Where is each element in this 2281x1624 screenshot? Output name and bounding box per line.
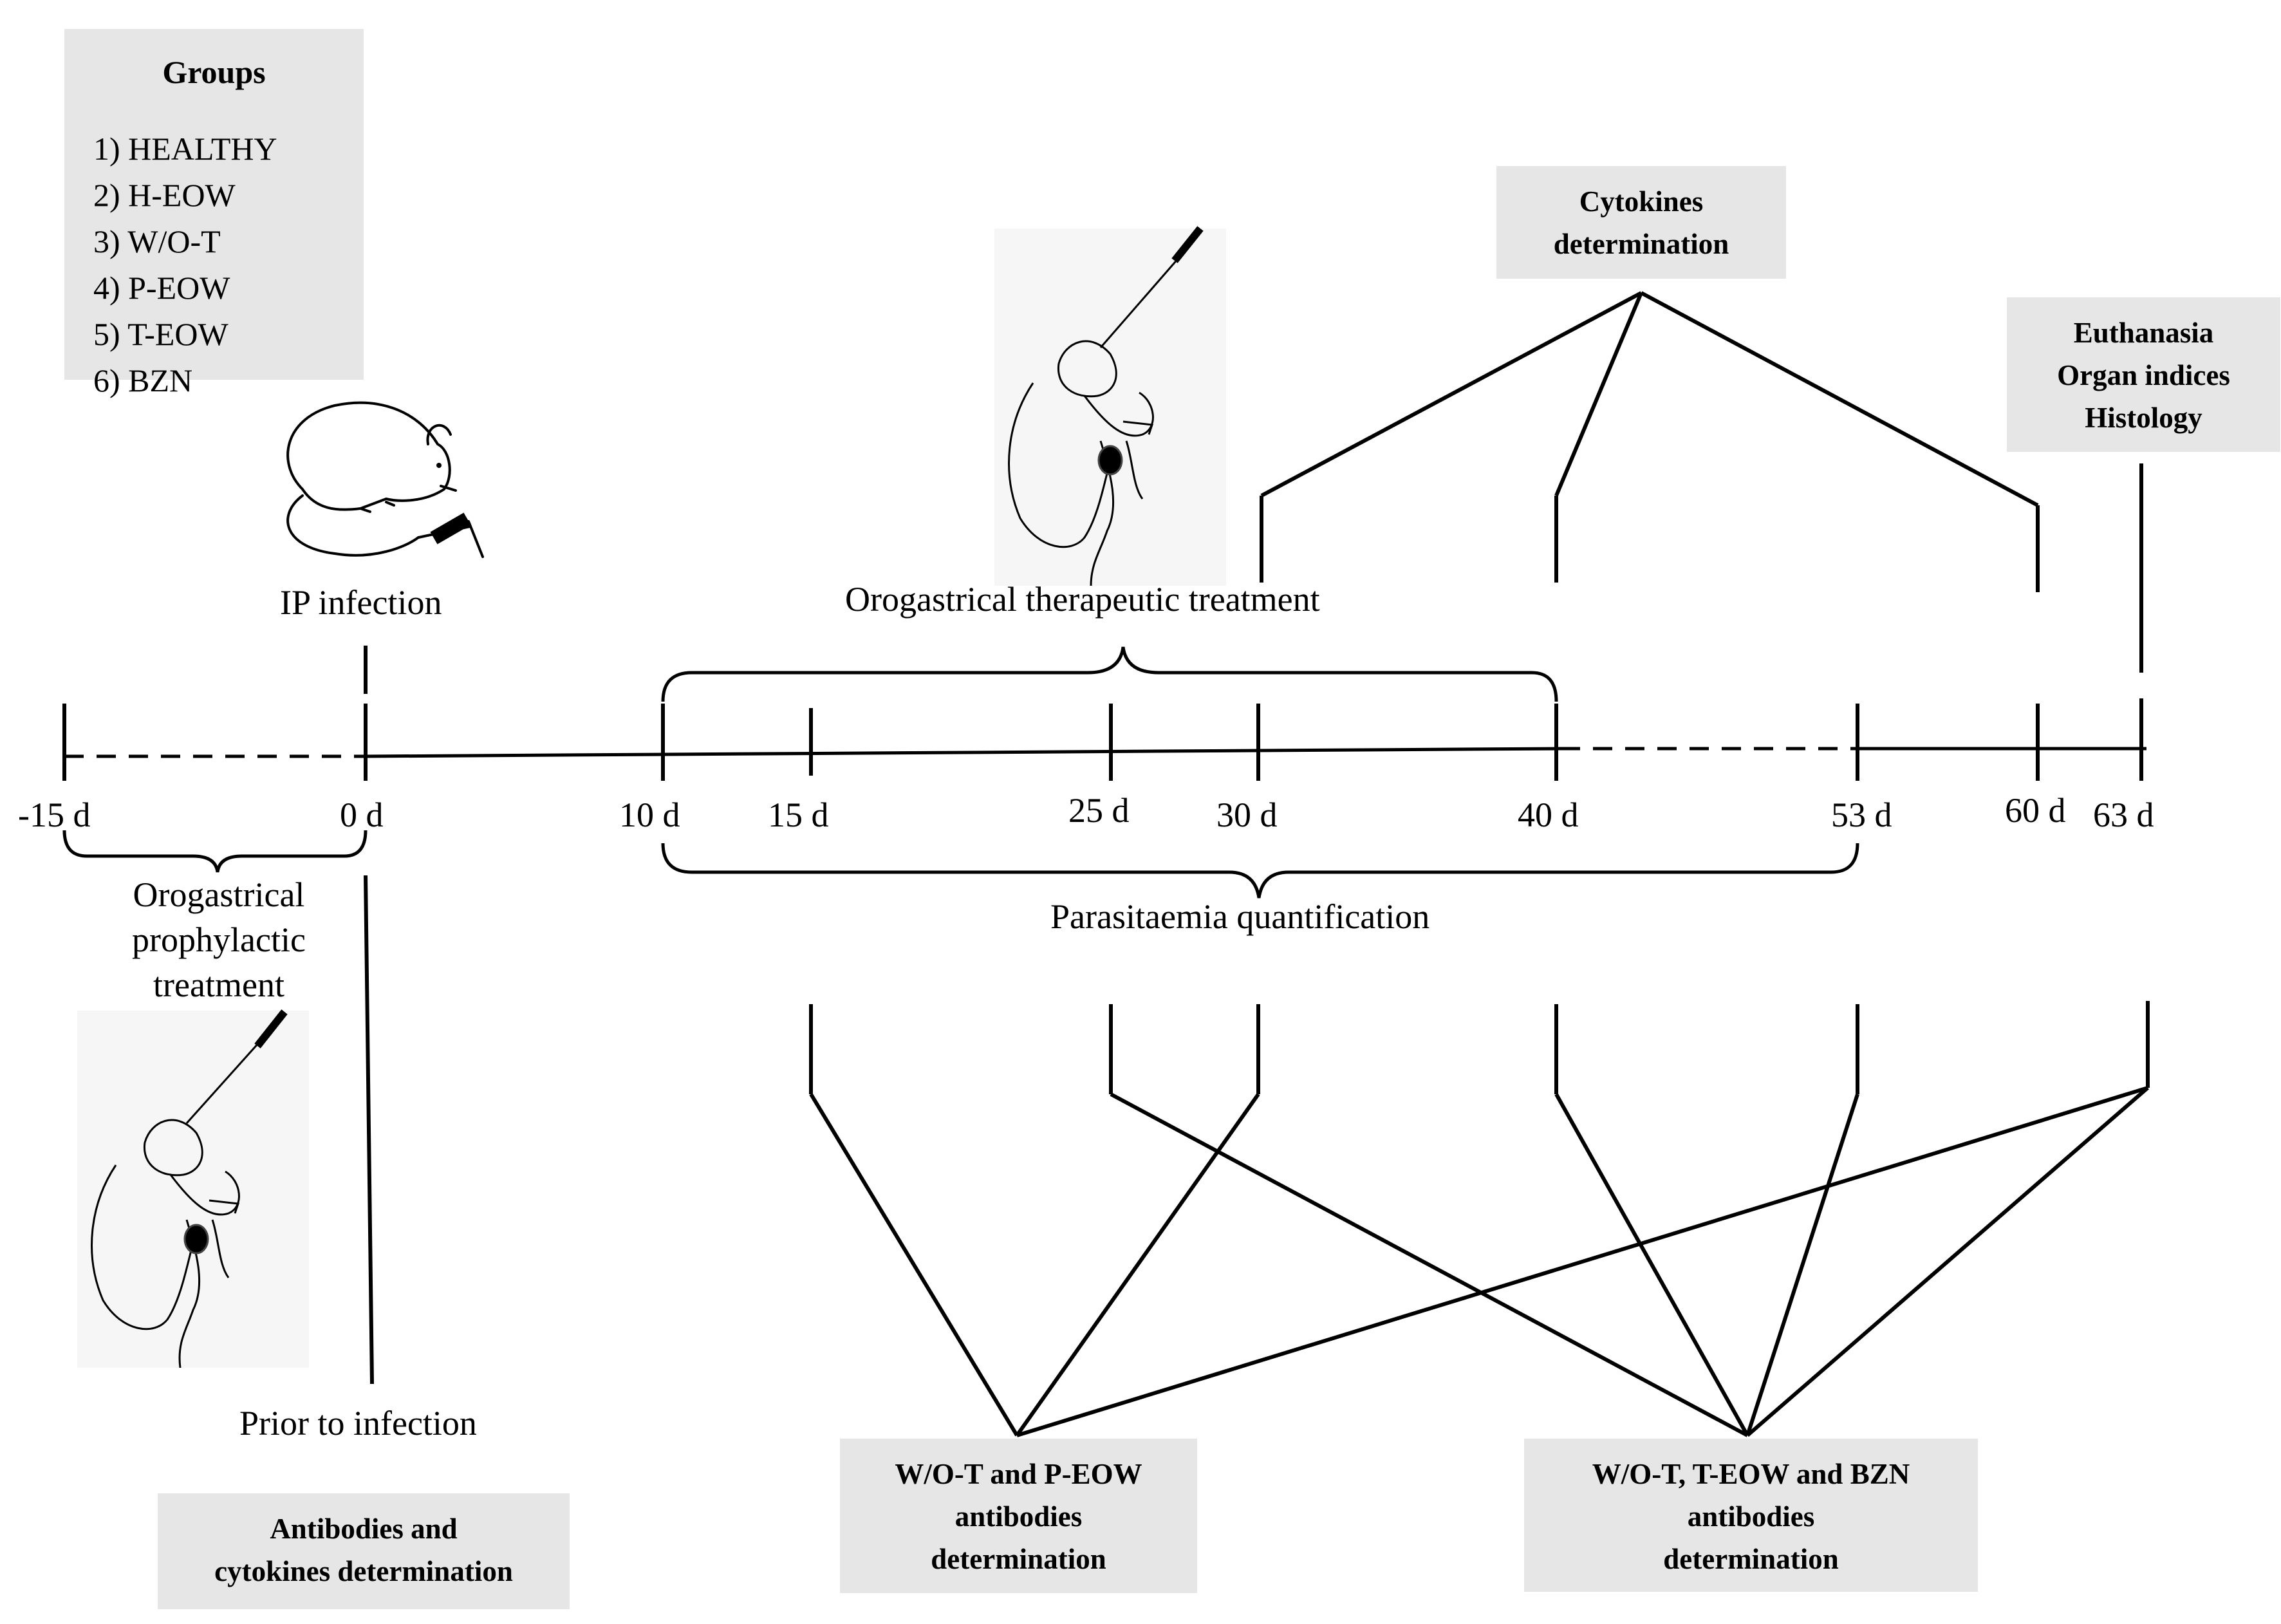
antibodies-cytokines-line: Antibodies and bbox=[270, 1513, 458, 1545]
wot-teow-bzn-line: W/O-T, T-EOW and BZN bbox=[1592, 1458, 1910, 1490]
group-item: 2) H-EOW bbox=[93, 177, 236, 213]
wot-teow-bzn-line: antibodies bbox=[1687, 1500, 1815, 1533]
antibodies-cytokines-box: Antibodies and cytokines determination bbox=[158, 1493, 570, 1609]
timeline-ticks bbox=[62, 698, 2143, 781]
euthanasia-box: Euthanasia Organ indices Histology bbox=[2007, 297, 2280, 452]
hand-gavage-icon bbox=[77, 1009, 309, 1368]
cytokines-box: Cytokines determination bbox=[1496, 166, 1786, 279]
prophylactic-treatment-label: Orogastrical prophylactic treatment bbox=[90, 872, 348, 1007]
timeline-solid-middle bbox=[365, 747, 1561, 758]
prior-infection-label: Prior to infection bbox=[239, 1404, 477, 1442]
tick-label: 53 d bbox=[1831, 796, 1892, 834]
wot-peow-line: antibodies bbox=[954, 1500, 1083, 1533]
parasitaemia-label: Parasitaemia quantification bbox=[1050, 897, 1430, 936]
prophylactic-line: Orogastrical bbox=[133, 875, 305, 914]
wot-teow-bzn-box: W/O-T, T-EOW and BZN antibodies determin… bbox=[1524, 1439, 1978, 1592]
prophylactic-line: treatment bbox=[153, 966, 284, 1004]
tick-label: -15 d bbox=[18, 796, 91, 834]
wot-peow-line: determination bbox=[931, 1543, 1106, 1575]
prophylactic-line: prophylactic bbox=[132, 920, 306, 959]
group-item: 6) BZN bbox=[93, 362, 193, 398]
wot-peow-line: W/O-T and P-EOW bbox=[895, 1458, 1142, 1490]
euthanasia-line: Euthanasia bbox=[2073, 317, 2214, 349]
cytokines-line: determination bbox=[1553, 228, 1729, 260]
wot-teow-bzn-line: determination bbox=[1663, 1543, 1839, 1575]
wot-peow-box: W/O-T and P-EOW antibodies determination bbox=[840, 1439, 1197, 1593]
tick-label: 60 d bbox=[2005, 791, 2066, 830]
tick-label: 15 d bbox=[768, 796, 829, 834]
euthanasia-line: Organ indices bbox=[2057, 359, 2230, 391]
tick-label: 40 d bbox=[1518, 796, 1579, 834]
cytokines-line: Cytokines bbox=[1579, 185, 1704, 218]
tick-label: 63 d bbox=[2093, 796, 2154, 834]
tick-label: 25 d bbox=[1068, 791, 1130, 830]
tick-label: 0 d bbox=[340, 796, 384, 834]
euthanasia-line: Histology bbox=[2085, 402, 2202, 434]
group-item: 4) P-EOW bbox=[93, 270, 230, 306]
tick-label: 30 d bbox=[1216, 796, 1278, 834]
brace-prophylactic bbox=[62, 830, 368, 873]
prior-infection-line bbox=[364, 875, 374, 1385]
tick-label: 10 d bbox=[619, 796, 680, 834]
group-item: 5) T-EOW bbox=[93, 316, 228, 352]
hand-gavage-icon bbox=[994, 226, 1226, 586]
group-item: 3) W/O-T bbox=[93, 223, 221, 259]
antibodies-connectors bbox=[809, 1001, 2150, 1437]
brace-therapeutic bbox=[661, 646, 1558, 702]
mouse-syringe-icon bbox=[286, 401, 484, 558]
therapeutic-treatment-label: Orogastrical therapeutic treatment bbox=[845, 580, 1320, 619]
ip-infection-label: IP infection bbox=[280, 583, 442, 622]
antibodies-cytokines-line: cytokines determination bbox=[214, 1555, 513, 1587]
cytokines-connectors bbox=[1260, 291, 2040, 592]
group-item: 1) HEALTHY bbox=[93, 131, 277, 167]
brace-parasitaemia bbox=[661, 843, 1859, 899]
groups-title: Groups bbox=[162, 54, 266, 90]
groups-box: Groups 1) HEALTHY 2) H-EOW 3) W/O-T 4) P… bbox=[64, 29, 364, 398]
groups-list: 1) HEALTHY 2) H-EOW 3) W/O-T 4) P-EOW 5)… bbox=[93, 126, 277, 404]
